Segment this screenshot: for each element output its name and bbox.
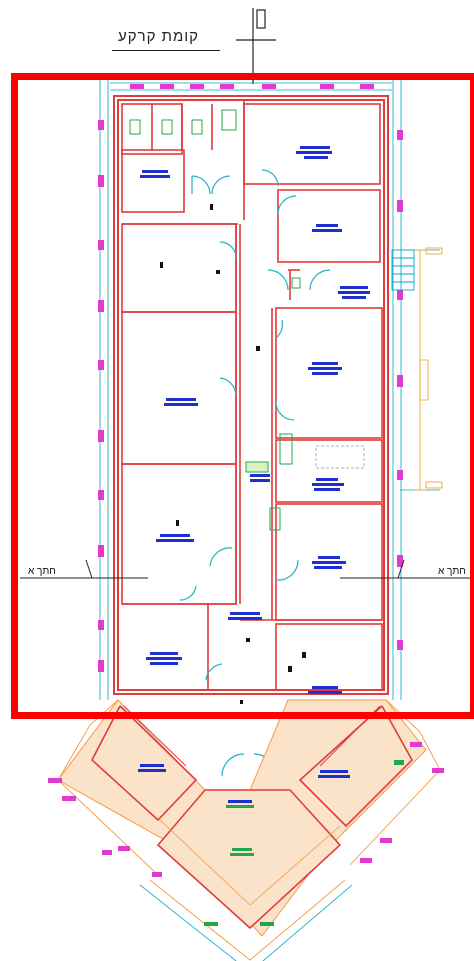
- stair-icon: [391, 249, 415, 291]
- lower-annex: [48, 699, 444, 961]
- floor-title: קומת קרקע: [118, 28, 200, 45]
- exterior-walls: [113, 95, 389, 695]
- north-arrow-icon: [236, 8, 276, 84]
- section-mark-right: חתך א: [438, 566, 466, 577]
- toilet-icon: [129, 109, 301, 531]
- interior-walls: [121, 100, 383, 691]
- section-mark-left: חתך א: [28, 566, 56, 577]
- dimension-tags: [98, 84, 403, 672]
- level-markers: [414, 247, 443, 491]
- title-underline: [112, 50, 220, 51]
- section-cut-lines: [20, 559, 470, 579]
- dashed-outline: [315, 445, 365, 469]
- door-swing-icon: [179, 169, 331, 777]
- room-label-marks: [140, 146, 370, 694]
